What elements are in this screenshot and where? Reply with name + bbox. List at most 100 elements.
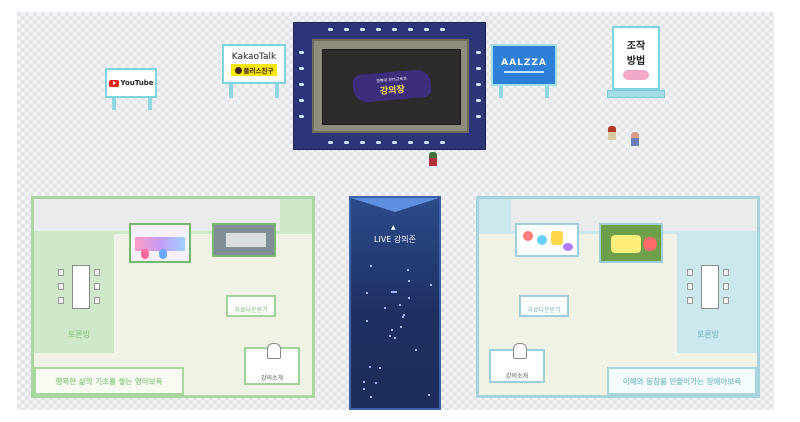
kakaotalk-sign[interactable]: KakaoTalk 플러스친구 xyxy=(222,44,286,84)
stage-light xyxy=(476,83,481,86)
main-lecture-stage[interactable]: 경북대 유아교육과 강의장 xyxy=(293,22,486,150)
right-meeting-table[interactable] xyxy=(701,265,719,309)
star xyxy=(370,265,373,267)
left-meeting-table[interactable] xyxy=(72,265,90,309)
controls-line2: 방법 xyxy=(626,55,646,67)
stage-light xyxy=(299,51,304,54)
stage-frame: 경북대 유아교육과 강의장 xyxy=(312,39,469,133)
visitor-avatar-1[interactable] xyxy=(608,126,616,140)
star xyxy=(429,284,432,287)
game-world: YouTube KakaoTalk 플러스친구 경북대 유아교육과 강의장 AA… xyxy=(17,12,774,410)
star xyxy=(408,280,411,283)
star xyxy=(406,268,409,271)
star xyxy=(392,291,395,294)
left-data-booth[interactable]: 자료다운받기 xyxy=(226,295,276,317)
stage-light xyxy=(299,115,304,118)
live-zone-label: LIVE 강의존 xyxy=(374,235,416,244)
star xyxy=(388,335,391,338)
stage-light xyxy=(476,99,481,102)
star xyxy=(399,326,402,329)
stage-light xyxy=(424,141,429,144)
right-data-booth[interactable]: 자료다운받기 xyxy=(519,295,569,317)
left-classroom[interactable]: 토론방 자료다운받기 강의소개 행복한 삶의 기초를 쌓는 영아보육 xyxy=(31,196,315,398)
kakao-plus-icon xyxy=(234,66,242,74)
stage-light xyxy=(424,28,429,31)
stage-light xyxy=(408,141,413,144)
youtube-label: YouTube xyxy=(120,79,154,87)
kakaotalk-brand: KakaoTalk xyxy=(231,52,277,62)
chair xyxy=(58,269,64,276)
chair xyxy=(723,297,729,304)
aalzza-underline xyxy=(504,70,544,73)
left-lecturer-icon xyxy=(267,343,281,359)
stage-light xyxy=(360,141,365,144)
star xyxy=(401,315,404,318)
star xyxy=(390,290,393,293)
stage-light xyxy=(408,28,413,31)
stage-light xyxy=(299,67,304,70)
chair xyxy=(687,283,693,290)
left-data-booth-label: 자료다운받기 xyxy=(234,307,268,314)
screen-logo: 경북대 유아교육과 강의장 xyxy=(351,68,433,104)
right-poster-1[interactable] xyxy=(515,223,579,257)
stage-light xyxy=(440,141,445,144)
stage-light xyxy=(376,141,381,144)
right-poster-2[interactable] xyxy=(599,223,663,263)
chair xyxy=(723,283,729,290)
stage-light xyxy=(476,67,481,70)
star xyxy=(414,349,417,352)
star xyxy=(394,336,397,339)
stage-light xyxy=(392,28,397,31)
left-lecturer-booth-label: 강의소개 xyxy=(260,375,284,382)
left-banner-text: 행복한 삶의 기초를 쌓는 영아보육 xyxy=(55,376,163,386)
stage-light xyxy=(344,141,349,144)
stage-light xyxy=(299,99,304,102)
kakao-friend-label: 플러스친구 xyxy=(243,67,274,75)
live-up-arrow-icon: ▲ xyxy=(391,224,396,231)
left-lecturer-booth[interactable]: 강의소개 xyxy=(244,347,300,385)
left-room-right-wall xyxy=(280,199,312,231)
star xyxy=(365,292,368,295)
youtube-sign[interactable]: YouTube xyxy=(105,68,157,98)
chair xyxy=(58,297,64,304)
right-classroom[interactable]: 토론방 자료다운받기 강의소개 이해와 동참을 만들어가는 장애아보육 xyxy=(476,196,760,398)
stage-light xyxy=(476,51,481,54)
star xyxy=(402,314,405,317)
chair xyxy=(687,297,693,304)
visitor-avatar-2[interactable] xyxy=(631,132,639,146)
live-zone-banner-tip xyxy=(351,198,439,212)
right-lecturer-icon xyxy=(513,343,527,359)
right-discussion-label: 토론방 xyxy=(697,330,720,339)
star xyxy=(390,328,393,331)
star xyxy=(368,366,371,369)
star xyxy=(383,307,386,309)
right-room-banner: 이해와 동참을 만들어가는 장애아보육 xyxy=(607,367,757,395)
aalzza-logo: AALZZA xyxy=(501,57,547,68)
chair xyxy=(723,269,729,276)
star xyxy=(408,297,411,300)
player-avatar[interactable] xyxy=(429,152,437,166)
star xyxy=(398,304,401,307)
star xyxy=(362,381,365,384)
left-poster-2[interactable] xyxy=(212,223,276,257)
star xyxy=(375,381,378,384)
star xyxy=(394,290,397,293)
live-lecture-zone[interactable]: ▲ LIVE 강의존 xyxy=(349,196,441,410)
left-discussion-label: 토론방 xyxy=(68,330,91,339)
star xyxy=(369,395,372,398)
right-room-left-wall xyxy=(479,199,511,231)
right-lecturer-booth-label: 강의소개 xyxy=(505,373,529,380)
stage-light xyxy=(392,141,397,144)
stage-light xyxy=(476,115,481,118)
left-poster-1[interactable] xyxy=(129,223,191,263)
star xyxy=(363,387,366,390)
controls-sign[interactable]: 조작 방법 xyxy=(612,26,660,90)
aalzza-sign[interactable]: AALZZA xyxy=(491,44,557,86)
star xyxy=(428,393,431,396)
stage-light xyxy=(328,28,333,31)
stage-screen[interactable]: 경북대 유아교육과 강의장 xyxy=(322,49,461,125)
controls-illustration xyxy=(623,69,649,80)
star xyxy=(378,367,381,370)
stage-light xyxy=(344,28,349,31)
controls-line1: 조작 xyxy=(626,40,646,52)
